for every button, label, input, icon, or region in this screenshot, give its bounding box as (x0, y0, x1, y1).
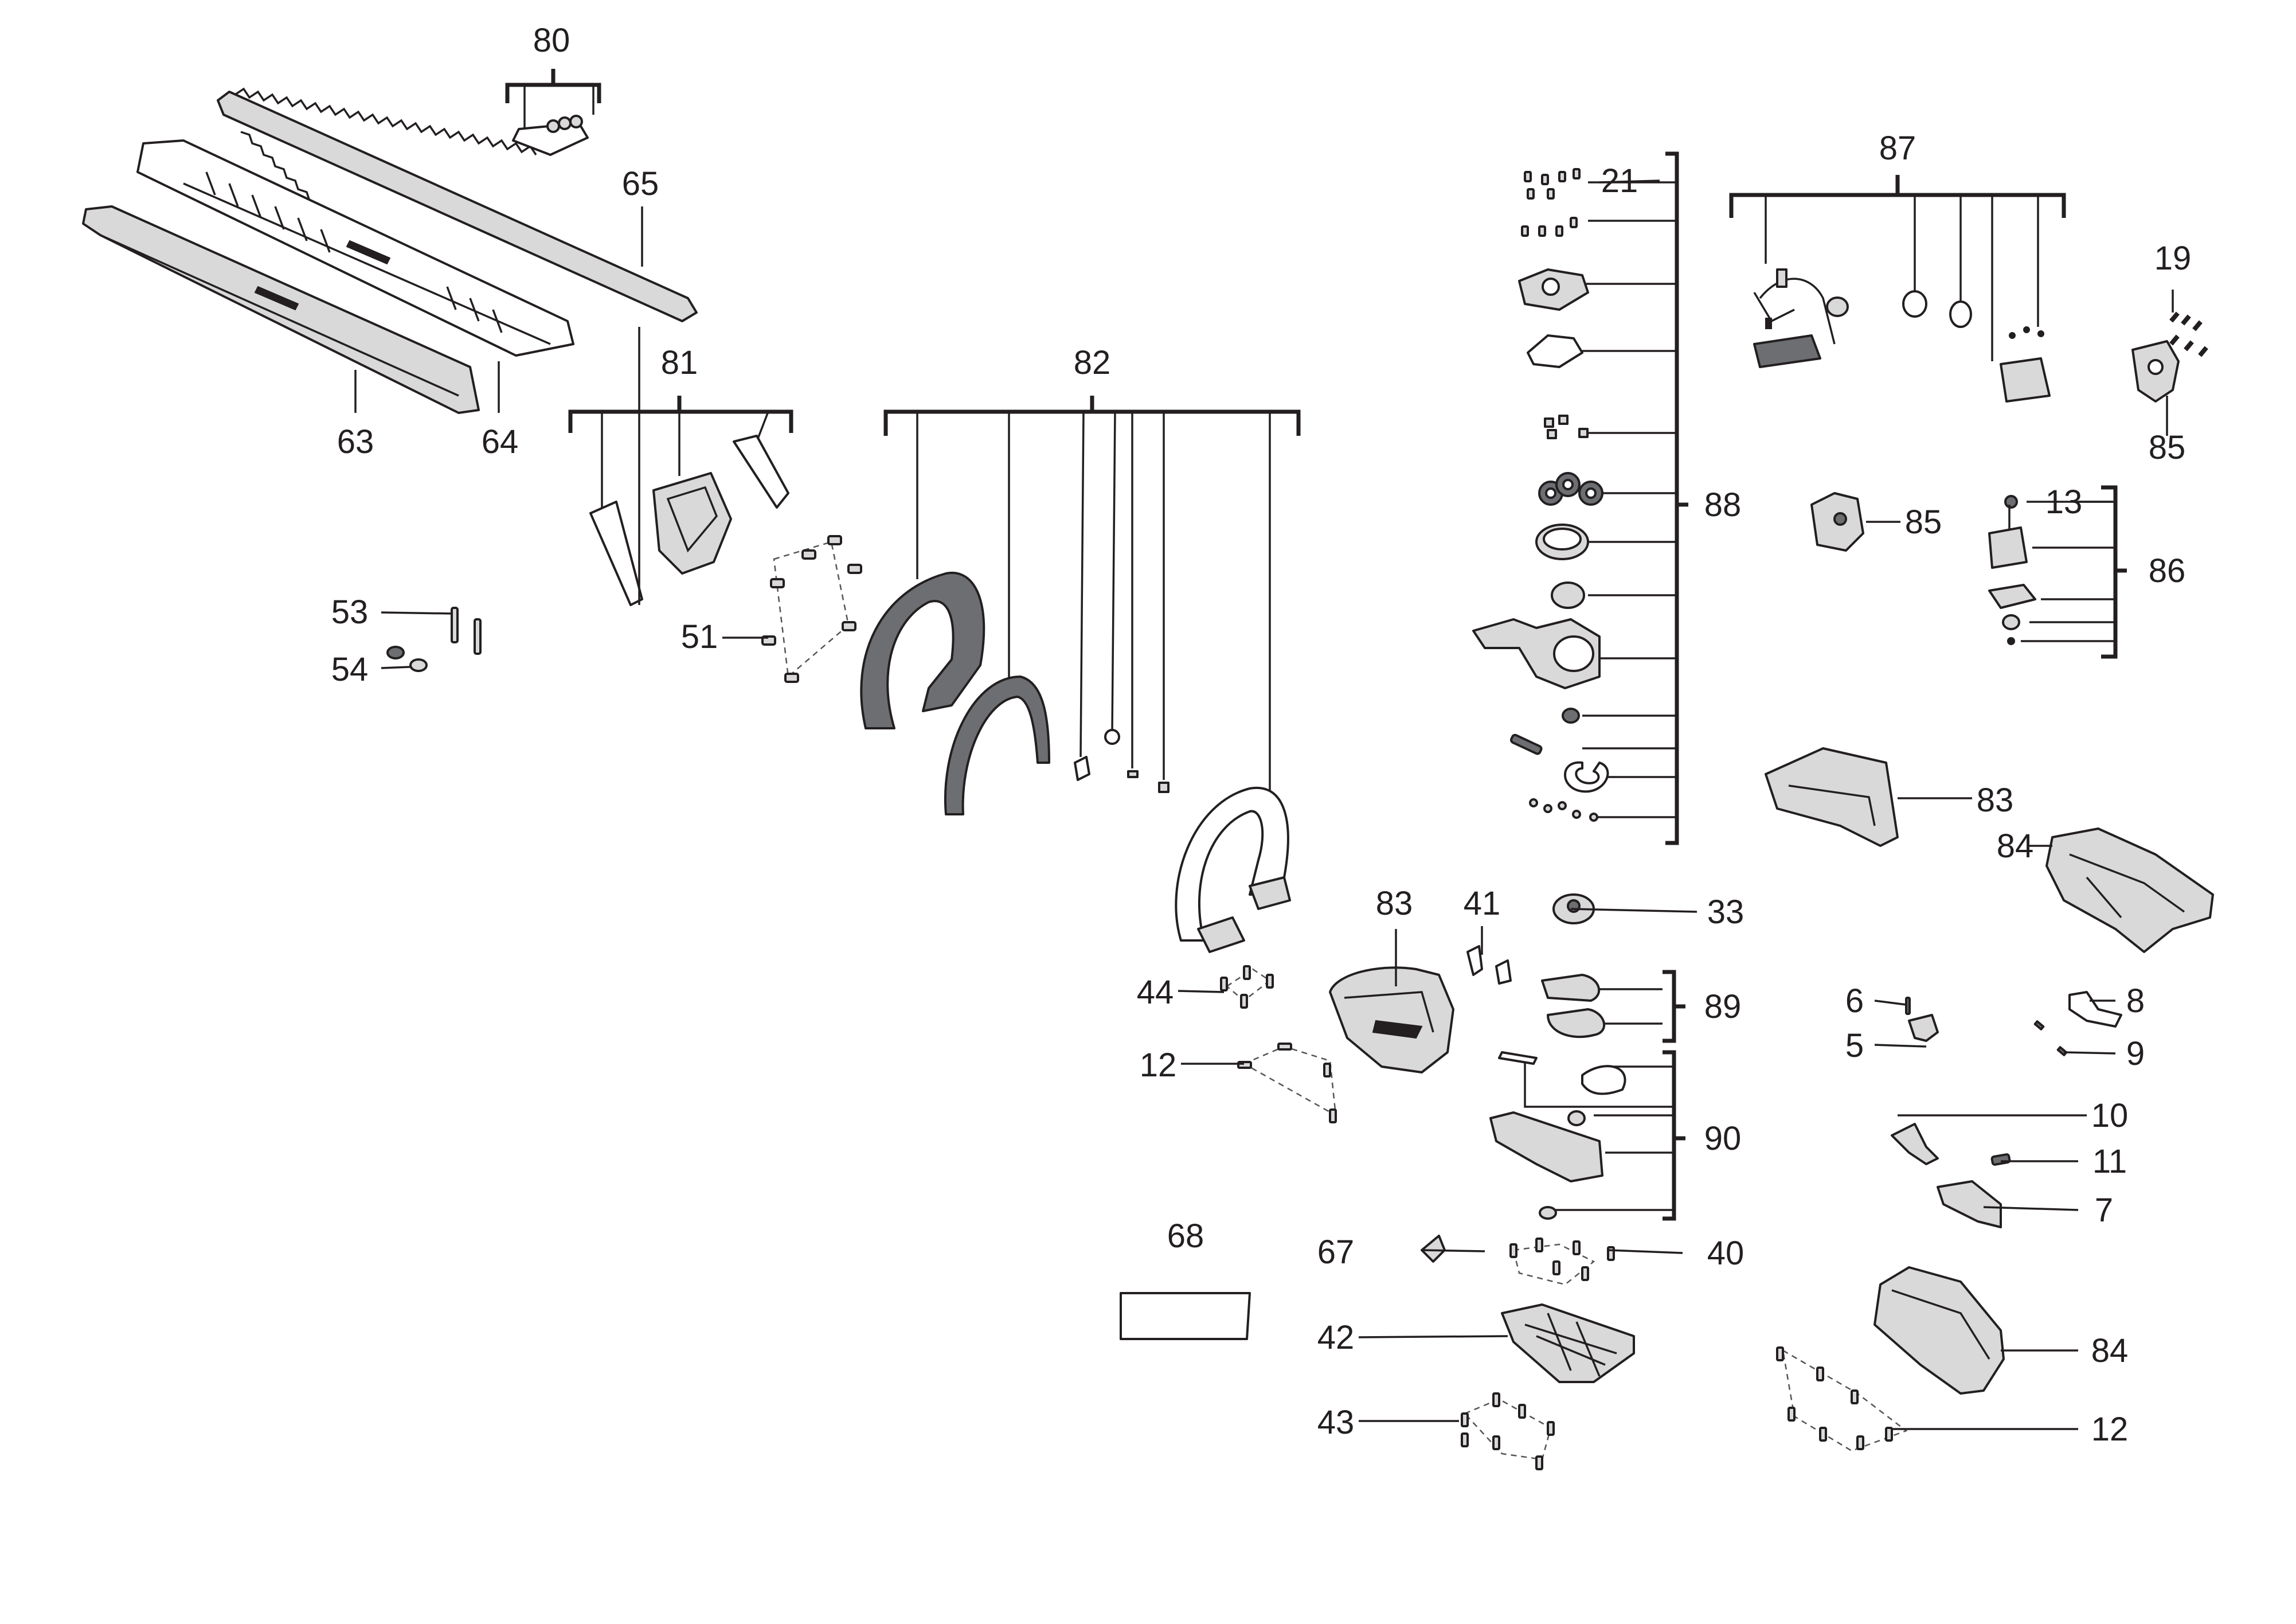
part-81-guard-assembly (568, 396, 793, 606)
part-53-screw (451, 607, 482, 655)
callout-5: 5 (1845, 1027, 1864, 1064)
callout-21: 21 (1601, 162, 1638, 200)
part-80-screw-plate (505, 69, 601, 156)
part-11-spring (1990, 1153, 2011, 1166)
part-6-pin (1905, 997, 1911, 1015)
callout-12-left: 12 (1140, 1047, 1177, 1084)
part-12-screws-right (1776, 1346, 1908, 1452)
part-85-switch-top (2131, 340, 2180, 403)
callout-51: 51 (681, 618, 718, 655)
part-5-trigger (1908, 1014, 1939, 1042)
part-19-pins (2169, 311, 2208, 357)
part-67-button (1421, 1235, 1446, 1263)
part-9-spring (2033, 1020, 2068, 1056)
part-40-screws (1509, 1237, 1615, 1286)
callout-44: 44 (1137, 974, 1174, 1011)
callout-12-right: 12 (2091, 1411, 2129, 1448)
callout-90: 90 (1704, 1120, 1742, 1157)
callout-63: 63 (337, 423, 374, 460)
callout-7: 7 (2095, 1192, 2113, 1229)
part-7-trigger-cover (1937, 1180, 2002, 1228)
leader-lines (354, 179, 2174, 1430)
callout-83-right: 83 (1977, 782, 2014, 819)
callout-89: 89 (1704, 988, 1742, 1025)
part-12-screws-left (1237, 1043, 1337, 1123)
part-88-gearbox-assembly (1472, 151, 1688, 845)
callout-19: 19 (2154, 240, 2192, 277)
callout-85-middle: 85 (1905, 503, 1942, 541)
callout-65: 65 (622, 165, 659, 202)
part-41-clips (1466, 945, 1512, 985)
part-68-label (1120, 1292, 1251, 1340)
callout-41: 41 (1464, 885, 1501, 922)
callout-87: 87 (1879, 130, 1916, 167)
part-10-lock-lever (1891, 1123, 1939, 1165)
part-83-motor-cover-left (1329, 966, 1454, 1073)
part-42-base-plate (1501, 1303, 1635, 1383)
part-63-blade-guard (82, 205, 480, 414)
callout-40: 40 (1707, 1235, 1745, 1272)
part-83-motor-cover-right (1765, 747, 1899, 847)
part-51-screws (761, 535, 862, 683)
part-54-nut (386, 646, 428, 672)
callout-84-top: 84 (1997, 827, 2034, 865)
callout-6: 6 (1845, 982, 1864, 1020)
callout-13: 13 (2045, 483, 2083, 521)
callout-53: 53 (331, 594, 369, 631)
part-84-housing-bottom (1873, 1266, 2005, 1395)
callout-83-left: 83 (1376, 885, 1413, 922)
callout-33: 33 (1707, 893, 1745, 931)
callout-labels: 80 65 63 64 81 82 53 54 51 21 88 87 19 8… (331, 22, 2192, 1448)
part-90-gear-plate-assembly (1489, 1050, 1685, 1221)
part-82-front-handle-assembly (860, 396, 1301, 953)
callout-54: 54 (331, 651, 369, 688)
callout-85-top: 85 (2149, 429, 2186, 466)
callout-82: 82 (1074, 344, 1111, 381)
part-8-lever (2068, 991, 2122, 1028)
callout-9: 9 (2126, 1035, 2145, 1072)
callout-86: 86 (2149, 552, 2186, 590)
callout-8: 8 (2126, 982, 2145, 1020)
callout-64: 64 (482, 423, 519, 460)
callout-80: 80 (533, 22, 570, 59)
callout-88: 88 (1704, 486, 1742, 524)
callout-81: 81 (661, 344, 698, 381)
callout-84-bottom: 84 (2091, 1332, 2129, 1369)
part-84-housing-top (2045, 827, 2214, 953)
part-44-screws (1220, 965, 1274, 1009)
part-89-clutch-plates (1541, 970, 1685, 1043)
callout-67: 67 (1317, 1233, 1355, 1271)
part-87-electronics-assembly (1729, 175, 2066, 403)
callout-43: 43 (1317, 1404, 1355, 1441)
part-85-switch-middle (1810, 492, 1864, 552)
callout-10: 10 (2091, 1097, 2129, 1134)
part-43-screws (1461, 1392, 1555, 1470)
part-86-motor-assembly (1988, 485, 2127, 659)
callout-42: 42 (1317, 1319, 1355, 1356)
callout-68: 68 (1167, 1217, 1204, 1255)
part-64-blade-sheath (136, 139, 574, 357)
callout-11: 11 (2092, 1143, 2127, 1180)
